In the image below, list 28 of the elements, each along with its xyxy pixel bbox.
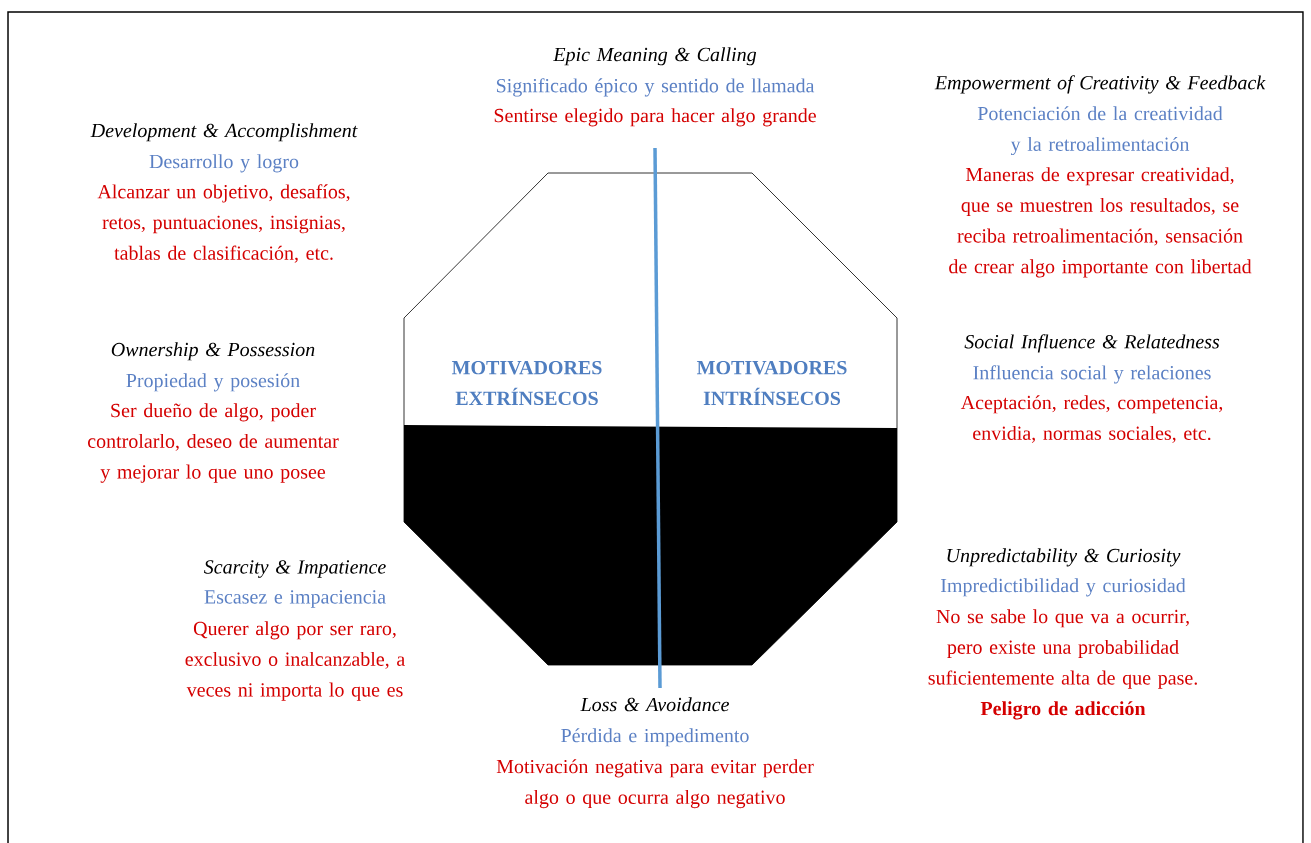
motive-description: Maneras de expresar creatividad, que se muestren los resultados, se reciba retroalimentación, sensación de crear algo importante con libertad: [949, 167, 1252, 278]
motive-title: Unpredictability & Curiosity: [947, 548, 1181, 567]
motive-title: Social Influence & Relatedness: [964, 334, 1220, 353]
warning-note: Peligro de adicción: [980, 701, 1146, 720]
motive-title: Loss & Avoidance: [580, 697, 729, 712]
motive-description: Sentirse elegido para hacer algo grande: [494, 108, 816, 127]
motive-translation: Pérdida e impedimento: [561, 728, 749, 747]
motive-translation: Influencia social y relaciones: [973, 365, 1211, 384]
motive-translation: Escasez e impaciencia: [204, 590, 386, 608]
motive-description: Querer algo por ser raro, exclusivo o inalcanzable, a veces ni importa lo que es: [185, 621, 405, 701]
motive-description: Ser dueño de algo, poder controlarlo, deseo de aumentar y mejorar lo que uno posee: [88, 403, 339, 483]
motive-translation: Impredictibilidad y curiosidad: [941, 578, 1186, 597]
motive-translation: Propiedad y posesión: [126, 373, 300, 392]
motive-translation: Potenciación de la creatividad y la retroalimentación: [977, 106, 1223, 156]
motive-title: Ownership & Possession: [111, 342, 315, 361]
octagon-label: MOTIVADORES EXTRÍNSECOS: [451, 360, 602, 406]
octagon-label: MOTIVADORES INTRÍNSECOS: [696, 360, 847, 406]
motive-translation: Desarrollo y logro: [149, 154, 299, 173]
motive-description: No se sabe lo que va a ocurrir, pero existe una probabilidad suficientemente alta de que pase.: [928, 609, 1197, 689]
motive-description: Motivación negativa para evitar perder algo o que ocurra algo negativo: [496, 759, 814, 809]
motive-description: Alcanzar un objetivo, desafíos, retos, puntuaciones, insignias, tablas de clasificación, etc.: [97, 184, 350, 263]
motive-translation: Significado épico y sentido de llamada: [496, 78, 815, 97]
motive-description: Aceptación, redes, competencia, envidia, normas sociales, etc.: [960, 395, 1223, 443]
motive-title: Empowerment of Creativity & Feedback: [934, 75, 1266, 94]
motive-title: Development & Accomplishment: [90, 123, 358, 142]
motive-title: Scarcity & Impatience: [204, 560, 386, 578]
octagon: [403, 172, 898, 666]
motive-title: Epic Meaning & Calling: [553, 47, 757, 66]
